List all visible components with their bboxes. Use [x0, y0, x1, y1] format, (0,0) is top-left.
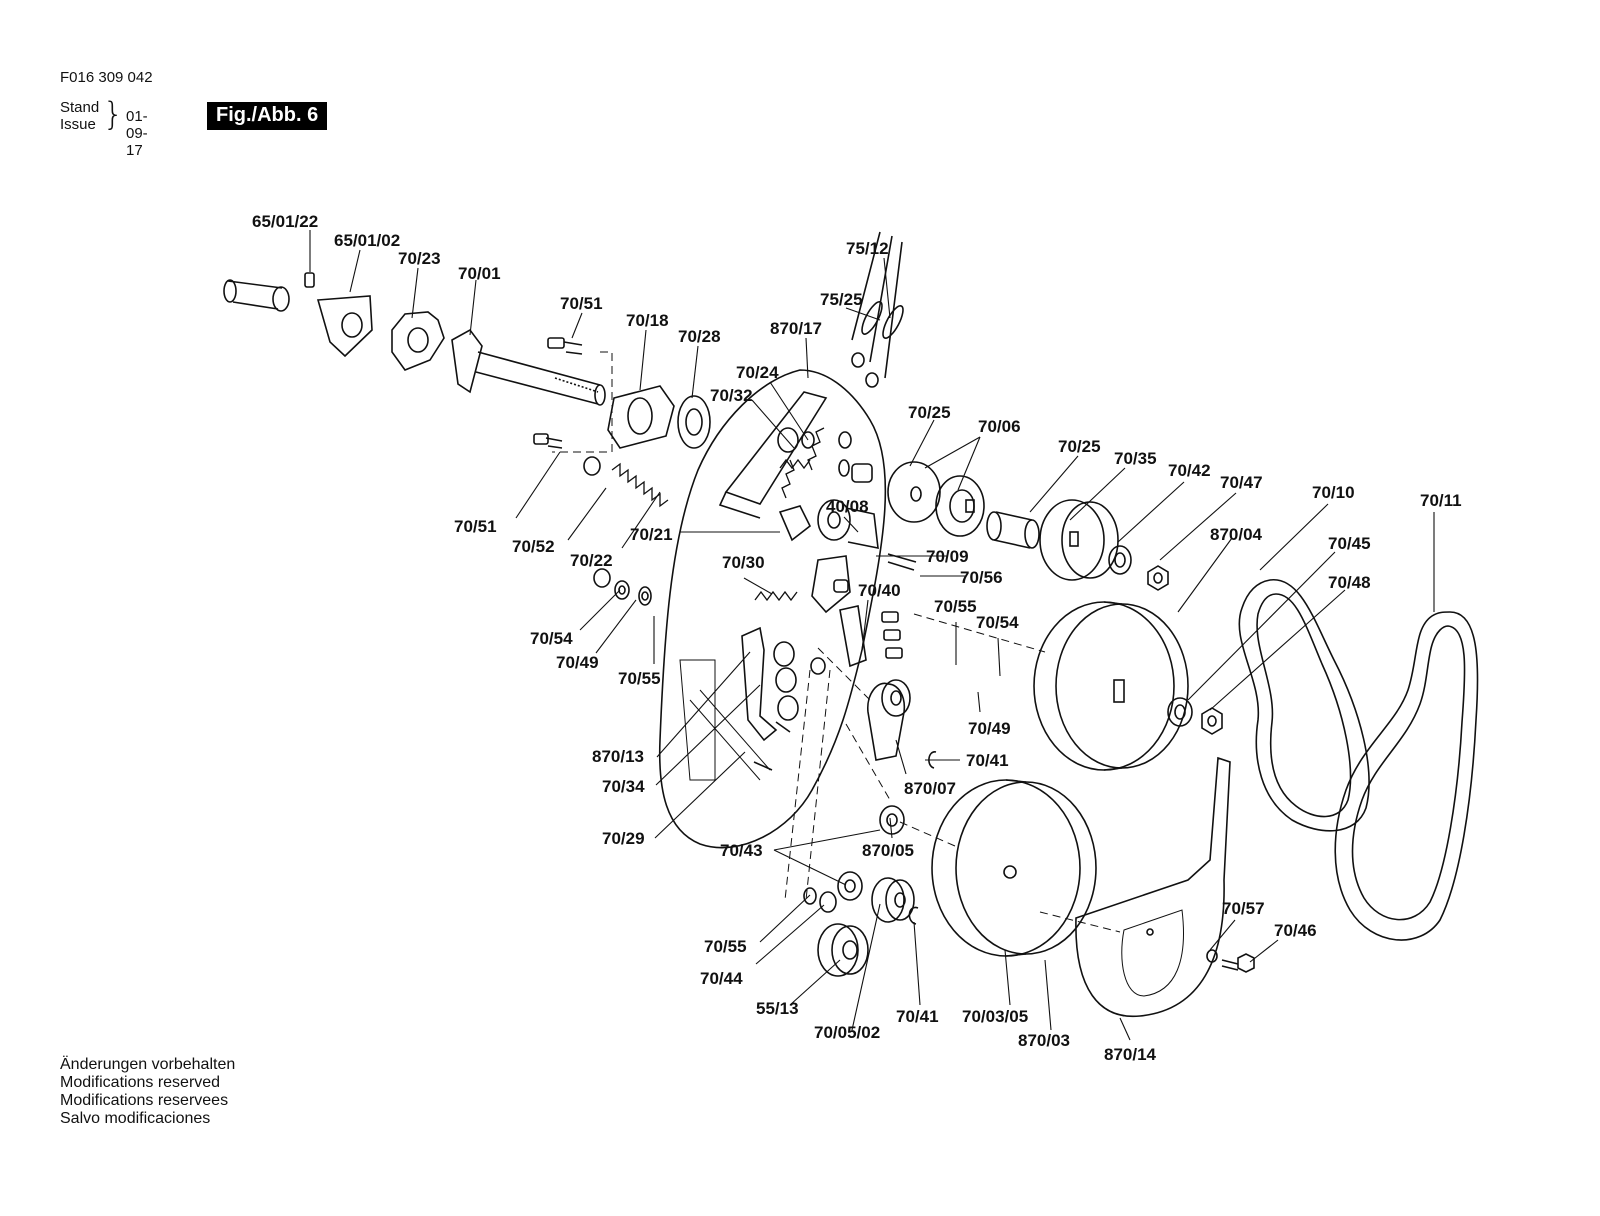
part-label: 70/48	[1328, 573, 1371, 592]
part-label: 70/09	[926, 547, 969, 566]
part-label: 70/22	[570, 551, 613, 570]
flange-bearing	[607, 385, 711, 449]
part-label: 70/42	[1168, 461, 1211, 480]
part-label: 70/54	[530, 629, 573, 648]
part-label: 70/57	[1222, 899, 1265, 918]
part-label: 70/51	[560, 294, 603, 313]
document-code: F016 309 042	[60, 69, 153, 86]
part-label: 870/05	[862, 841, 914, 860]
part-label: 870/13	[592, 747, 644, 766]
part-label: 70/47	[1220, 473, 1263, 492]
issue-date: 01-09-17	[126, 108, 148, 159]
part-label: 70/54	[976, 613, 1019, 632]
part-label: 70/23	[398, 249, 441, 268]
stand-label: Stand	[60, 99, 100, 116]
brace-glyph: }	[103, 95, 124, 133]
part-label: 65/01/22	[252, 212, 318, 231]
part-label: 70/55	[934, 597, 977, 616]
part-label: 70/56	[960, 568, 1003, 587]
part-label: 70/25	[1058, 437, 1101, 456]
part-label: 70/55	[704, 937, 747, 956]
part-label: 870/03	[1018, 1031, 1070, 1050]
part-label: 70/40	[858, 581, 901, 600]
part-label: 70/10	[1312, 483, 1355, 502]
part-label: 70/25	[908, 403, 951, 422]
belt-guard	[1075, 756, 1255, 1018]
part-label: 70/28	[678, 327, 721, 346]
part-label: 70/32	[710, 386, 753, 405]
issue-labels: Stand Issue	[60, 99, 99, 133]
part-label: 70/34	[602, 777, 645, 796]
part-label: 70/11	[1420, 491, 1462, 510]
part-label: 55/13	[756, 999, 799, 1018]
part-label: 70/35	[1114, 449, 1157, 468]
note-line: Änderungen vorbehalten	[60, 1056, 236, 1073]
part-label: 70/05/02	[814, 1023, 880, 1042]
part-label: 870/14	[1104, 1045, 1157, 1064]
note-line: Modifications reserved	[60, 1074, 221, 1091]
part-label: 70/45	[1328, 534, 1371, 553]
part-label: 70/49	[968, 719, 1011, 738]
part-label: 70/41	[966, 751, 1009, 770]
figure-badge: Fig./Abb. 6	[207, 102, 328, 130]
shaft-group	[223, 272, 606, 449]
issue-label: Issue	[60, 116, 96, 133]
part-label: 75/12	[846, 239, 889, 258]
part-label: 70/49	[556, 653, 599, 672]
part-label: 70/46	[1274, 921, 1317, 940]
lower-pulley-gears	[803, 779, 1097, 977]
lever-assembly	[741, 499, 937, 771]
belts	[1238, 579, 1479, 941]
small-hardware	[583, 231, 904, 606]
part-label: 70/43	[720, 841, 763, 860]
part-label: 70/03/05	[962, 1007, 1028, 1026]
part-label: 70/44	[700, 969, 743, 988]
footer-notes: Änderungen vorbehalten Modifications res…	[60, 1056, 235, 1128]
part-label: 70/30	[722, 553, 765, 572]
housing-plate	[658, 369, 887, 849]
part-label: 870/07	[904, 779, 956, 798]
part-label: 70/21	[630, 525, 673, 544]
part-label: 870/04	[1210, 525, 1263, 544]
part-label: 70/24	[736, 363, 779, 382]
springs	[611, 427, 825, 602]
part-label: 40/08	[826, 497, 869, 516]
part-label: 70/01	[458, 264, 501, 283]
upper-pulleys	[887, 461, 1169, 591]
part-label: 65/01/02	[334, 231, 400, 250]
part-label: 70/06	[978, 417, 1021, 436]
part-label: 70/55	[618, 669, 661, 688]
part-label: 70/51	[454, 517, 497, 536]
note-line: Salvo modificaciones	[60, 1110, 211, 1127]
part-number-labels: 65/01/22 65/01/02 70/23 70/01 70/51 70/1…	[252, 212, 1462, 1064]
leader-lines	[309, 230, 1435, 1041]
part-label: 70/29	[602, 829, 645, 848]
part-label: 75/25	[820, 290, 863, 309]
part-label: 70/18	[626, 311, 669, 330]
part-label: 70/41	[896, 1007, 939, 1026]
note-line: Modifications reservees	[60, 1092, 229, 1109]
large-pulley	[1033, 601, 1223, 771]
part-label: 70/52	[512, 537, 555, 556]
part-label: 870/17	[770, 319, 822, 338]
